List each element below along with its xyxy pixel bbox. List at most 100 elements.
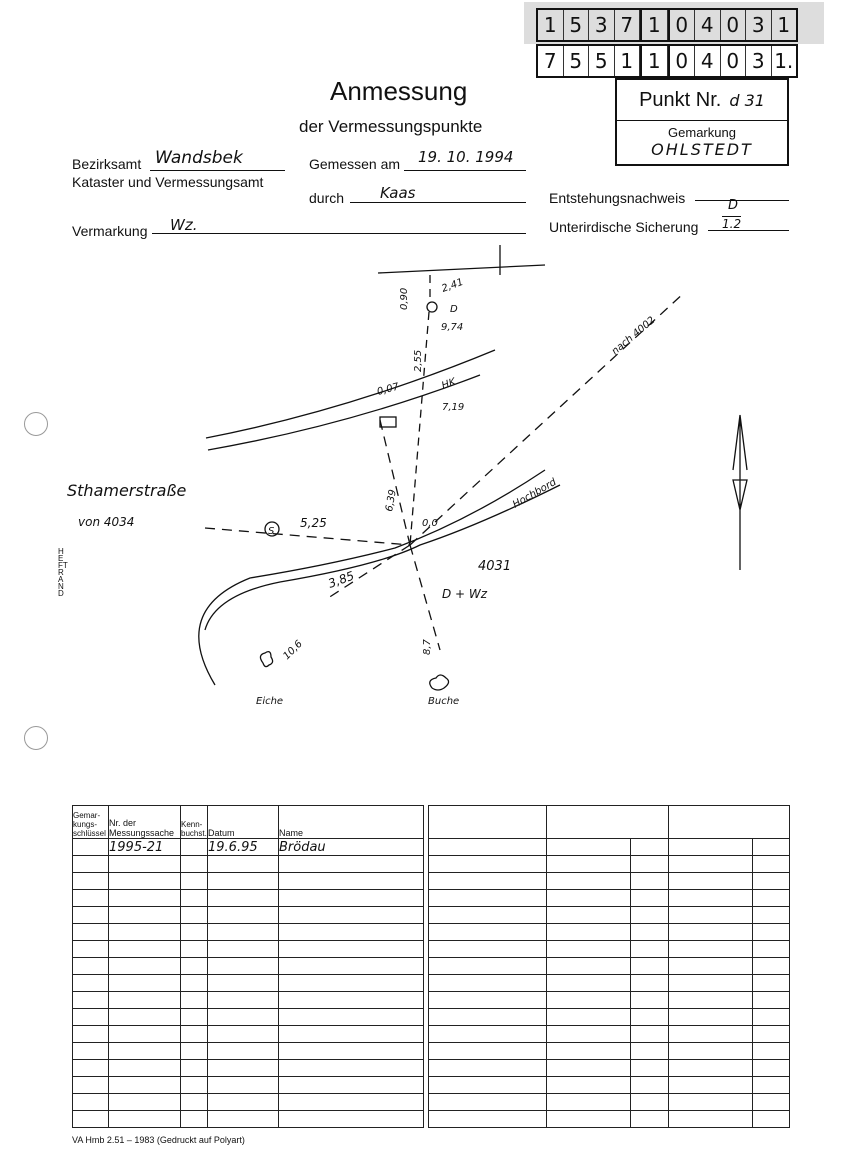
table-row — [428, 957, 790, 975]
d-point-circle — [426, 301, 438, 313]
cell — [108, 974, 181, 992]
cell — [630, 1110, 669, 1128]
header-nr: Nr. der Messungssache — [108, 805, 181, 839]
cell — [72, 1042, 109, 1060]
vermarkung-value: Wz. — [170, 216, 198, 234]
cell — [72, 855, 109, 873]
cell — [180, 838, 208, 856]
cell — [278, 1025, 424, 1043]
cell — [668, 889, 753, 907]
cell — [278, 991, 424, 1009]
measurement-table: Gemar-kungs-schlüssel Nr. der Messungssa… — [72, 805, 424, 1128]
nach-label: nach 4002 — [610, 315, 658, 357]
measure-090: 0,90 — [399, 288, 410, 310]
point-type: D + Wz — [442, 587, 488, 601]
table-row — [72, 855, 424, 873]
table-row — [72, 872, 424, 890]
cell — [630, 906, 669, 924]
von-label: von 4034 — [78, 515, 134, 529]
cell — [207, 889, 279, 907]
cell — [207, 940, 279, 958]
cell — [546, 1042, 631, 1060]
cell — [72, 1025, 109, 1043]
street-label: Sthamerstraße — [67, 481, 186, 500]
code-digit: 1 — [777, 13, 791, 37]
bezirksamt-label: Bezirksamt — [72, 156, 142, 172]
code-digit: 0 — [721, 10, 746, 40]
cell — [108, 923, 181, 941]
cell — [546, 855, 631, 873]
table-row — [72, 940, 424, 958]
cell — [180, 1110, 208, 1128]
cell — [668, 940, 753, 958]
buche-label: Buche — [428, 696, 459, 707]
cell — [668, 1110, 753, 1128]
location-sketch: Sthamerstraße von 4034 nach 4002 Hochbor… — [67, 245, 748, 707]
code-digit: 7 — [538, 46, 564, 76]
gemessen-label: Gemessen am — [309, 156, 401, 172]
cell — [668, 923, 753, 941]
cell — [180, 940, 208, 958]
table-row — [428, 1042, 790, 1060]
cell — [752, 1008, 790, 1026]
table-row — [72, 889, 424, 907]
cell — [428, 805, 547, 839]
cell — [546, 872, 631, 890]
cell — [278, 1008, 424, 1026]
table-row — [72, 1008, 424, 1026]
cell — [108, 957, 181, 975]
cell — [546, 889, 631, 907]
cell — [207, 1093, 279, 1111]
cell — [72, 1059, 109, 1077]
punkt-box: Punkt Nr. d 31 Gemarkung OHLSTEDT — [615, 78, 789, 166]
cell — [630, 889, 669, 907]
cell — [546, 923, 631, 941]
cell — [108, 1008, 181, 1026]
cell-nr: 1995-21 — [108, 838, 181, 856]
cell — [180, 1059, 208, 1077]
cell — [668, 855, 753, 873]
cell — [668, 1076, 753, 1094]
table-row — [428, 889, 790, 907]
gemarkung-value: OHLSTEDT — [651, 140, 753, 159]
cell-datum: 19.6.95 — [207, 838, 279, 856]
cell — [752, 1093, 790, 1111]
cell — [428, 1042, 547, 1060]
cell — [752, 974, 790, 992]
cell — [207, 1025, 279, 1043]
hydrant-icon — [379, 416, 397, 428]
table-row — [428, 1025, 790, 1043]
cell — [546, 940, 631, 958]
measure-639: 6,39 — [384, 489, 399, 513]
point-number: 4031 — [478, 559, 511, 574]
cell — [72, 974, 109, 992]
code-digit: 3 — [746, 10, 772, 40]
cell — [630, 1025, 669, 1043]
measure-974: 9,74 — [441, 322, 463, 333]
cell — [546, 1093, 631, 1111]
tree-eiche-icon — [259, 651, 274, 668]
cell — [630, 872, 669, 890]
table-row — [72, 1076, 424, 1094]
header-kennbuchst: Kenn-buchst. — [180, 805, 208, 839]
cell — [108, 1076, 181, 1094]
cell — [207, 1059, 279, 1077]
cell — [668, 1025, 753, 1043]
page-title: Anmessung — [330, 76, 468, 106]
cell — [668, 1042, 753, 1060]
table-row — [428, 872, 790, 890]
cell-name: Brödau — [278, 838, 424, 856]
tree-buche-icon — [429, 674, 450, 691]
cell — [108, 889, 181, 907]
cell — [630, 1042, 669, 1060]
code-digit: 3 — [589, 10, 615, 40]
punkt-label: Punkt Nr. — [639, 88, 722, 111]
cell — [428, 1008, 547, 1026]
cell — [72, 1008, 109, 1026]
cell — [428, 872, 547, 890]
cell — [668, 974, 753, 992]
right-table — [428, 805, 790, 1128]
code-digit: 7 — [615, 10, 640, 40]
cell — [630, 940, 669, 958]
